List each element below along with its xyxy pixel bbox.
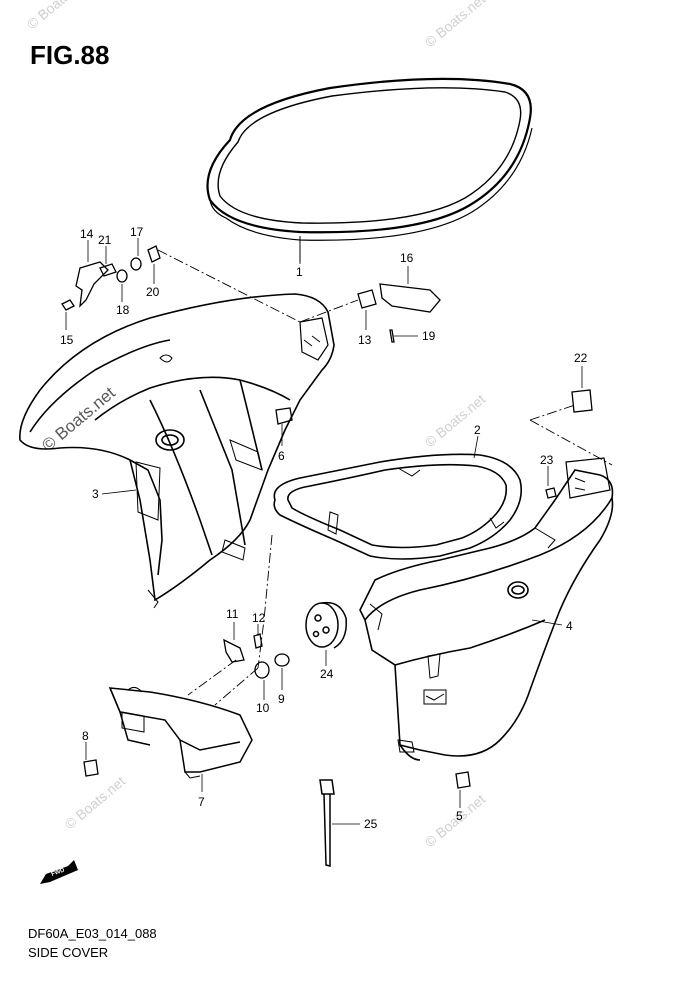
figure-name: SIDE COVER <box>28 945 109 960</box>
callout-19: 19 <box>422 329 436 343</box>
lower-bracket-part <box>108 686 253 779</box>
callout-16: 16 <box>400 251 414 265</box>
callout-2: 2 <box>474 423 481 437</box>
callout-17: 17 <box>130 225 144 239</box>
callout-labels: 1 2 3 4 5 6 7 8 9 10 11 12 13 14 15 16 1… <box>60 225 588 831</box>
callout-5: 5 <box>456 809 463 823</box>
callout-6: 6 <box>278 449 285 463</box>
callout-15: 15 <box>60 333 74 347</box>
callout-9: 9 <box>278 692 285 706</box>
callout-7: 7 <box>198 795 205 809</box>
watermark-text: © Boats.net <box>24 0 91 32</box>
callout-3: 3 <box>92 487 99 501</box>
callout-24: 24 <box>320 667 334 681</box>
watermark-text: © Boats.net <box>38 383 119 455</box>
callout-21: 21 <box>98 233 112 247</box>
forward-direction-badge: FWD <box>40 860 78 884</box>
callout-12: 12 <box>252 611 266 625</box>
callout-13: 13 <box>358 333 372 347</box>
watermarks: © Boats.net © Boats.net © Boats.net © Bo… <box>24 0 489 850</box>
reference-lines <box>157 249 613 706</box>
callout-20: 20 <box>146 285 160 299</box>
callout-14: 14 <box>80 227 94 241</box>
grommet-part <box>305 601 347 649</box>
starboard-side-cover-part <box>359 457 614 761</box>
gasket-frame-part <box>273 453 523 560</box>
watermark-text: © Boats.net <box>422 0 489 50</box>
seal-ring-part <box>206 77 533 262</box>
figure-code: DF60A_E03_014_088 <box>28 926 157 941</box>
callout-4: 4 <box>566 619 573 633</box>
figure-title: FIG.88 <box>30 40 110 70</box>
cable-tie-part <box>319 779 335 867</box>
callout-10: 10 <box>256 701 270 715</box>
callout-25: 25 <box>364 817 378 831</box>
callout-1: 1 <box>296 265 303 279</box>
fwd-label: FWD <box>51 867 67 878</box>
watermark-text: © Boats.net <box>422 391 489 450</box>
small-hardware-parts <box>61 245 593 789</box>
callout-8: 8 <box>82 729 89 743</box>
watermark-text: © Boats.net <box>62 773 129 832</box>
callout-22: 22 <box>574 351 588 365</box>
callout-23: 23 <box>540 453 554 467</box>
callout-leaders <box>65 238 583 825</box>
port-side-cover-part <box>19 293 335 609</box>
watermark-text: © Boats.net <box>422 791 489 850</box>
callout-18: 18 <box>116 303 130 317</box>
callout-11: 11 <box>226 607 239 621</box>
